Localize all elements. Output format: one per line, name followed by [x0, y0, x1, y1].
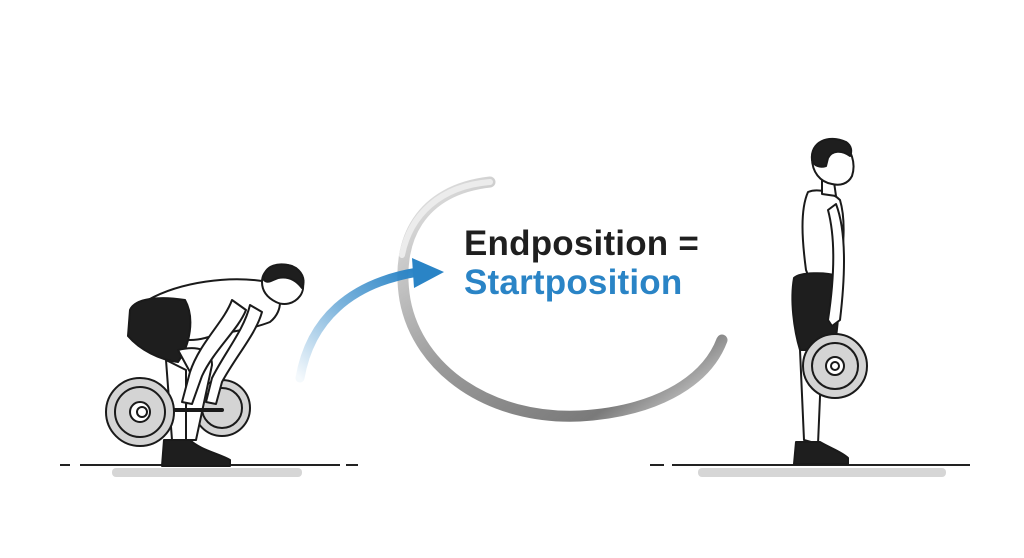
standing-lifter-figure [791, 137, 868, 465]
swoosh-ring-icon [397, 176, 728, 422]
caption-startposition: Startposition [464, 263, 683, 302]
caption-endposition: Endposition = [464, 224, 699, 263]
bent-over-lifter-figure [105, 263, 305, 467]
ground-line-right [650, 464, 970, 477]
curved-arrow-icon [295, 258, 444, 383]
caption-block: Endposition = Startposition [464, 226, 699, 300]
